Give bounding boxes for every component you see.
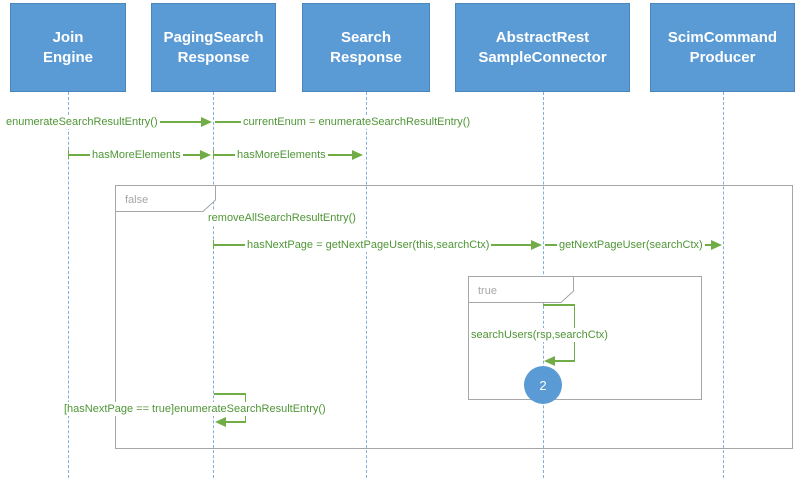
actor-box-pagingsearch-response: PagingSearch Response: [151, 3, 276, 92]
lifeline-join-engine: [68, 92, 69, 478]
fragment-false-label: false: [125, 194, 148, 206]
lifeline-pagingsearch-response: [213, 92, 214, 478]
lifeline-search-response: [366, 92, 367, 478]
fragment-true-label-pentagon: true: [468, 276, 574, 303]
message-label-current-enum-result: currentEnum = enumerateSearchResultEntry…: [241, 115, 473, 129]
step-badge: 2: [524, 366, 562, 404]
actor-box-abstractrest-sampleconnector: AbstractRest SampleConnector: [455, 3, 630, 92]
fragment-true-label: true: [478, 285, 497, 297]
message-label-loop-enumerate: [hasNextPage == true]enumerateSearchResu…: [62, 402, 328, 416]
selfcall-search-users-top: [543, 304, 575, 306]
selfcall-loop-enumerate-top: [214, 393, 246, 395]
message-label-search-users: searchUsers(rsp,searchCtx): [469, 328, 610, 342]
selfcall-search-users-bottom: [554, 360, 575, 362]
actor-box-search-response: Search Response: [302, 3, 430, 92]
arrowhead-loop-enumerate: [215, 417, 226, 427]
lifeline-scimcommand-producer: [723, 92, 724, 478]
arrowhead-enumerate-call: [201, 117, 212, 127]
message-label-remove-all: removeAllSearchResultEntry(): [206, 211, 358, 225]
message-label-get-next-page-user: getNextPageUser(searchCtx): [557, 238, 705, 252]
arrowhead-has-more-2: [352, 150, 363, 160]
message-label-has-more-1: hasMoreElements: [90, 148, 183, 162]
message-label-has-more-2: hasMoreElements: [235, 148, 328, 162]
fragment-frame-false: false: [115, 185, 793, 449]
fragment-frame-true: true: [468, 276, 702, 400]
message-line-current-enum-result: [215, 121, 241, 123]
arrowhead-search-users: [544, 356, 555, 366]
arrowhead-has-more-1: [200, 150, 211, 160]
fragment-false-label-pentagon: false: [115, 185, 216, 212]
arrowhead-has-next-page: [531, 240, 542, 250]
actor-box-scimcommand-producer: ScimCommand Producer: [650, 3, 795, 92]
message-label-enumerate-call: enumerateSearchResultEntry(): [4, 115, 160, 129]
selfcall-loop-enumerate-bottom: [225, 421, 246, 423]
actor-box-join-engine: Join Engine: [10, 3, 126, 92]
arrowhead-get-next-page-user: [711, 240, 722, 250]
message-label-has-next-page: hasNextPage = getNextPageUser(this,searc…: [245, 238, 492, 252]
